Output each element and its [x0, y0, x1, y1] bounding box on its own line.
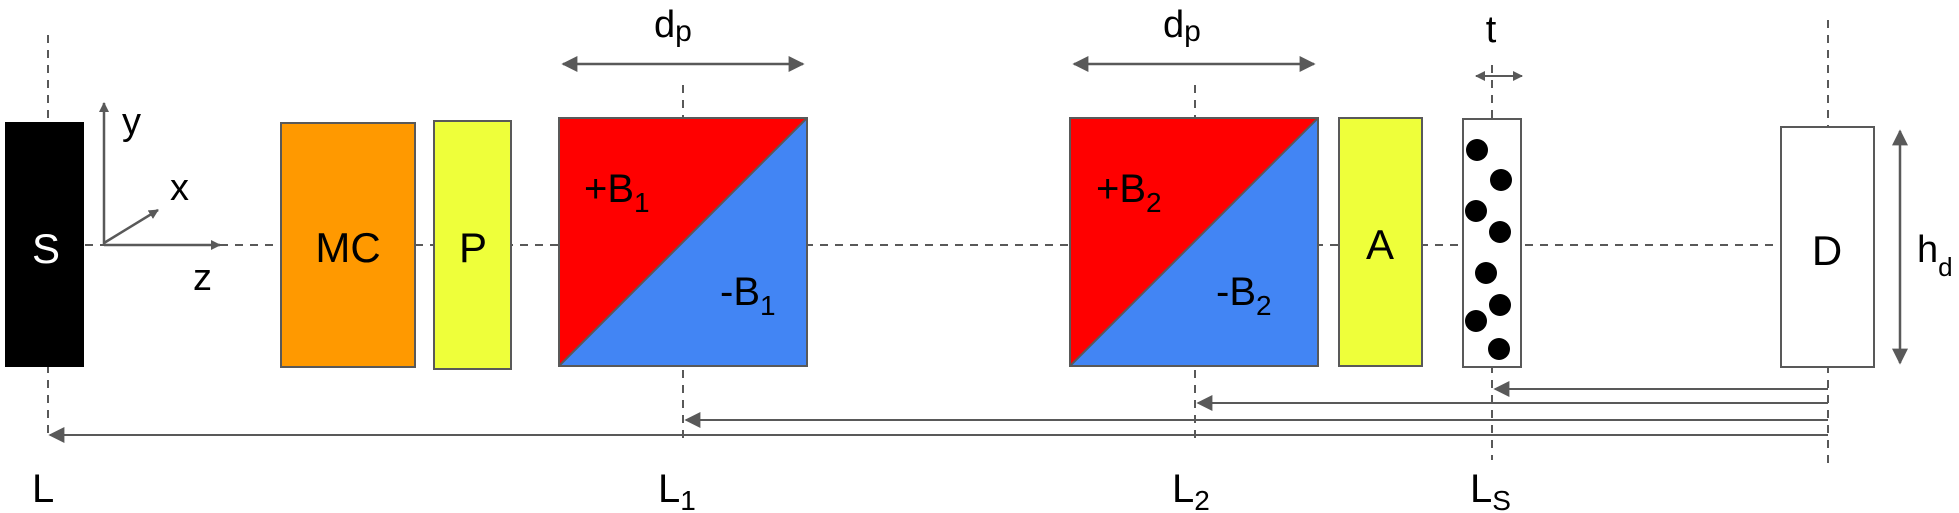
detector-block	[1780, 126, 1875, 368]
x-axis-arrow	[103, 208, 159, 245]
prism1-width-label: dp	[654, 4, 692, 48]
detector-label: D	[1812, 227, 1842, 274]
source-label: S	[32, 225, 60, 272]
prism1-lower-label: -B1	[720, 270, 776, 321]
thickness-label: t	[1486, 9, 1497, 51]
prism2-lower-label: -B2	[1216, 270, 1272, 321]
distance-label-L: L	[32, 467, 54, 511]
polarizer-label: P	[459, 224, 487, 271]
prism-2	[1069, 117, 1319, 367]
y-axis-label: y	[122, 101, 141, 143]
prism2-upper-label: +B2	[1096, 167, 1162, 218]
analyzer-block	[1338, 117, 1423, 367]
monochromator-label: MC	[315, 224, 380, 271]
analyzer-label: A	[1366, 221, 1394, 268]
prism-1	[558, 117, 808, 367]
polarizer-block	[433, 120, 512, 370]
source-block	[5, 122, 84, 367]
monochromator-block	[280, 122, 416, 368]
prism2-width-label: dp	[1163, 4, 1201, 48]
detector-height-label: hd	[1917, 229, 1953, 282]
distance-label-L2: L2	[1172, 467, 1210, 513]
x-axis-label: x	[170, 167, 189, 209]
z-axis-label: z	[193, 257, 212, 299]
distance-label-L1: L1	[658, 467, 696, 513]
sample-particles	[1465, 139, 1512, 360]
coordinate-axes	[99, 102, 221, 250]
distance-label-Ls: LS	[1470, 467, 1511, 513]
prism1-upper-label: +B1	[584, 167, 650, 218]
